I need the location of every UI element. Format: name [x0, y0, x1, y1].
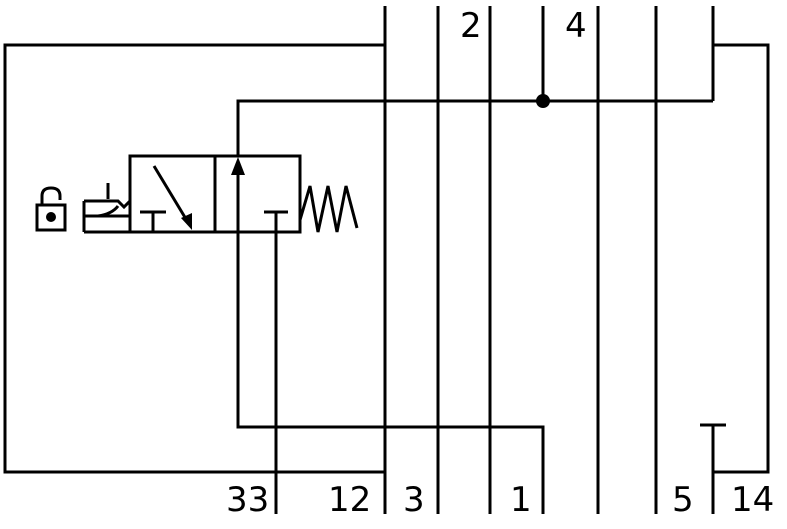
spring-icon [298, 185, 359, 233]
port-label-2: 2 [460, 6, 482, 46]
port-label-5: 5 [672, 480, 694, 520]
port-label-1: 1 [510, 480, 532, 520]
port-label-33: 33 [226, 480, 269, 520]
port-label-3: 3 [403, 480, 425, 520]
manual-lever-actuator-icon [82, 183, 132, 234]
port-label-14: 14 [731, 480, 774, 520]
junction-dot [536, 94, 550, 108]
port-label-12: 12 [328, 480, 371, 520]
housing-outline-right [713, 43, 770, 474]
valve-symbol [128, 154, 302, 234]
port-label-4: 4 [565, 6, 587, 46]
pipe-to-port-1 [236, 232, 545, 514]
padlock-icon [35, 186, 67, 232]
supply-pipe [236, 99, 713, 156]
housing-outline [3, 43, 385, 474]
